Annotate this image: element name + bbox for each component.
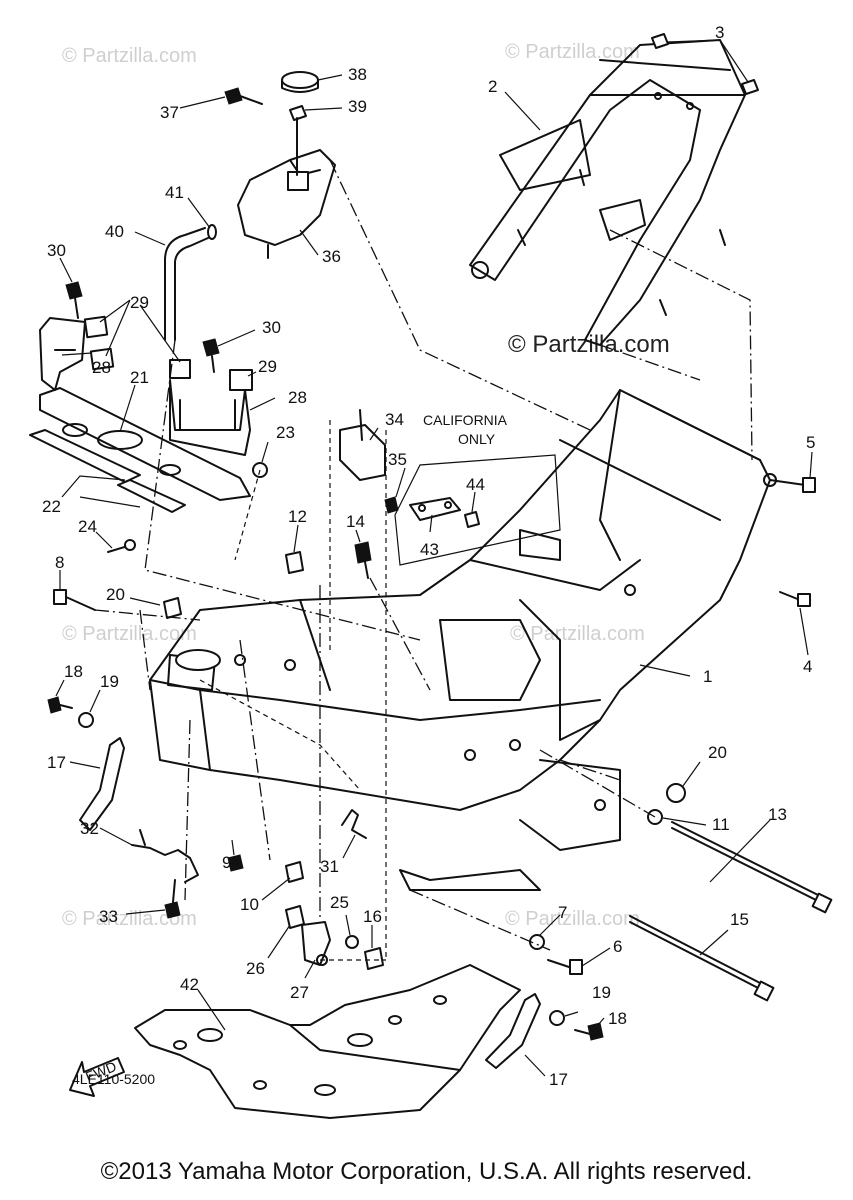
- callout-13: 13: [768, 805, 787, 824]
- rubber-pads: [29, 429, 186, 513]
- engine-bracket: [339, 409, 386, 481]
- callout-31: 31: [320, 857, 339, 876]
- callout-32: 32: [80, 819, 99, 838]
- only-label: ONLY: [458, 431, 496, 447]
- watermark-5: © Partzilla.com: [62, 908, 197, 930]
- faint-watermarks: © Partzilla.com © Partzilla.com © Partzi…: [62, 41, 645, 930]
- callout-15: 15: [730, 910, 749, 929]
- callout-34: 34: [385, 410, 404, 429]
- callout-1: 1: [703, 667, 712, 686]
- reservoir-grommet: [289, 105, 307, 176]
- plate-bolts: [384, 496, 480, 528]
- watermark-3: © Partzilla.com: [62, 623, 197, 645]
- right-dampers: [169, 359, 253, 391]
- leader-lines: [55, 39, 813, 1077]
- callout-23: 23: [276, 423, 295, 442]
- watermark-2: © Partzilla.com: [505, 41, 640, 63]
- callout-4: 4: [803, 657, 812, 676]
- callout-22: 22: [42, 497, 61, 516]
- callout-18-right: 18: [608, 1009, 627, 1028]
- cover-plate: [409, 497, 461, 521]
- long-bolt-15: [629, 915, 775, 1002]
- side-bracket-17-right: [485, 993, 541, 1069]
- callout-28-right: 28: [288, 388, 307, 407]
- callout-24: 24: [78, 517, 97, 536]
- rivet-24: [107, 539, 136, 553]
- under-cover: [134, 964, 521, 1119]
- rear-subframe: [469, 39, 746, 346]
- assembly-lines: [94, 159, 753, 961]
- main-frame: [149, 389, 777, 891]
- callout-20-top: 20: [106, 585, 125, 604]
- bracket-bolts: [65, 281, 220, 373]
- callout-9: 9: [222, 853, 231, 872]
- callout-40: 40: [105, 222, 124, 241]
- california-label: CALIFORNIA: [423, 412, 508, 428]
- callout-17-left: 17: [47, 753, 66, 772]
- callout-19-right: 19: [592, 983, 611, 1002]
- subframe-nuts: [651, 33, 759, 95]
- callout-11: 11: [712, 815, 730, 834]
- callout-26: 26: [246, 959, 265, 978]
- callouts: 1 2 3 4 5 6 7 8 9 10 11 12 13 14 15 16 1…: [42, 23, 815, 1089]
- left-dampers: [83, 315, 115, 371]
- diagram-code: 4LE110-5200: [72, 1071, 156, 1087]
- callout-27: 27: [290, 983, 309, 1002]
- callout-38: 38: [348, 65, 367, 84]
- reservoir-bolt: [224, 87, 263, 105]
- callout-33: 33: [99, 907, 118, 926]
- callout-43: 43: [420, 540, 439, 559]
- coolant-reservoir: [237, 149, 336, 259]
- stay-27: [301, 921, 331, 966]
- callout-28-left: 28: [92, 358, 111, 377]
- callout-14: 14: [346, 512, 365, 531]
- callout-12: 12: [288, 507, 307, 526]
- breather-hose: [164, 224, 217, 341]
- callout-6: 6: [613, 937, 622, 956]
- callout-16: 16: [363, 907, 382, 926]
- partzilla-watermark: © Partzilla.com: [508, 331, 670, 358]
- callout-39: 39: [348, 97, 367, 116]
- callout-29-left: 29: [130, 293, 149, 312]
- callout-25: 25: [330, 893, 349, 912]
- california-note: CALIFORNIA ONLY: [394, 412, 561, 566]
- callout-17-right: 17: [549, 1070, 568, 1089]
- watermark-1: © Partzilla.com: [62, 45, 197, 67]
- callout-18-left: 18: [64, 662, 83, 681]
- callout-29-right: 29: [258, 357, 277, 376]
- watermark-4: © Partzilla.com: [510, 623, 645, 645]
- side-bracket-17-left: [79, 737, 125, 831]
- callout-44: 44: [466, 475, 485, 494]
- callout-41: 41: [165, 183, 184, 202]
- callout-10: 10: [240, 895, 259, 914]
- callout-2: 2: [488, 77, 497, 96]
- heat-shield-plate: [39, 387, 251, 501]
- wire-harness-32: [131, 829, 199, 883]
- right-bracket: [169, 379, 251, 456]
- callout-20-right: 20: [708, 743, 727, 762]
- copyright-notice: ©2013 Yamaha Motor Corporation, U.S.A. A…: [100, 1158, 753, 1185]
- callout-19-left: 19: [100, 672, 119, 691]
- callout-36: 36: [322, 247, 341, 266]
- left-bracket: [39, 317, 86, 391]
- callout-21: 21: [130, 368, 149, 387]
- callout-5: 5: [806, 433, 815, 452]
- callout-3: 3: [715, 23, 724, 42]
- callout-30-right: 30: [262, 318, 281, 337]
- parts-diagram: © Partzilla.com © Partzilla.com © Partzi…: [29, 23, 833, 1119]
- callout-30-left: 30: [47, 241, 66, 260]
- stay-31: [341, 809, 367, 839]
- long-bolt-13: [671, 821, 833, 914]
- callout-37: 37: [160, 103, 179, 122]
- callout-35: 35: [388, 450, 407, 469]
- callout-7: 7: [558, 903, 567, 922]
- reservoir-cap: [281, 71, 319, 93]
- callout-42: 42: [180, 975, 199, 994]
- callout-8: 8: [55, 553, 64, 572]
- small-fasteners: [47, 477, 816, 1041]
- watermark-6: © Partzilla.com: [505, 908, 640, 930]
